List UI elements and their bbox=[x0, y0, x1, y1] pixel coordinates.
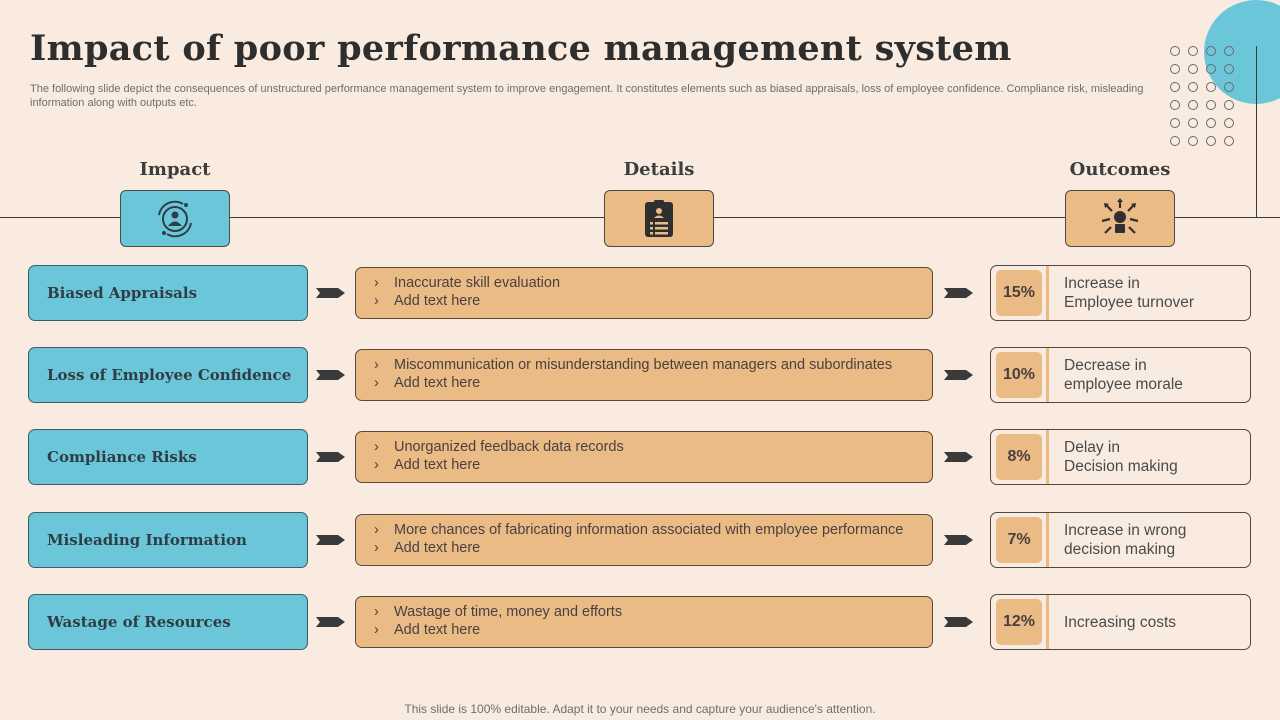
chevron-right-icon: › bbox=[374, 275, 379, 291]
detail-text: Wastage of time, money and efforts bbox=[394, 604, 623, 620]
impact-row: Misleading Information › More chances of … bbox=[0, 512, 1280, 568]
arrow-right-icon bbox=[316, 535, 345, 545]
impact-row: Loss of Employee Confidence › Miscommunic… bbox=[0, 347, 1280, 403]
impact-label: Compliance Risks bbox=[28, 429, 308, 485]
arrow-right-icon bbox=[944, 535, 973, 545]
idea-burst-icon bbox=[1101, 197, 1139, 234]
chevron-right-icon: › bbox=[374, 540, 379, 556]
details-icon-box bbox=[604, 190, 714, 247]
chevron-right-icon: › bbox=[374, 357, 379, 373]
detail-placeholder-text: Add text here bbox=[394, 622, 481, 638]
impact-label: Wastage of Resources bbox=[28, 594, 308, 650]
impact-row: Compliance Risks › Unorganized feedback d… bbox=[0, 429, 1280, 485]
chevron-right-icon: › bbox=[374, 439, 379, 455]
impact-icon-box bbox=[120, 190, 230, 247]
details-box: › Wastage of time, money and efforts › Add… bbox=[355, 596, 933, 648]
decorative-circle bbox=[1204, 0, 1280, 104]
outcomes-icon-box bbox=[1065, 190, 1175, 247]
arrow-right-icon bbox=[316, 288, 345, 298]
arrow-right-icon bbox=[944, 288, 973, 298]
outcome-percentage: 12% bbox=[996, 599, 1042, 645]
column-header-outcomes: Outcomes bbox=[1069, 159, 1171, 180]
chevron-right-icon: › bbox=[374, 604, 379, 620]
impact-label: Misleading Information bbox=[28, 512, 308, 568]
details-box: › Unorganized feedback data records › Add … bbox=[355, 431, 933, 483]
arrow-right-icon bbox=[944, 617, 973, 627]
outcome-percentage: 8% bbox=[996, 434, 1042, 480]
chevron-right-icon: › bbox=[374, 375, 379, 391]
outcome-percentage: 10% bbox=[996, 352, 1042, 398]
outcome-divider bbox=[1046, 266, 1049, 320]
decorative-vertical-line bbox=[1256, 46, 1257, 218]
detail-text: More chances of fabricating information … bbox=[394, 522, 904, 538]
clipboard-list-icon bbox=[645, 199, 673, 237]
outcome-text: Increasing costs bbox=[1064, 613, 1176, 631]
arrow-right-icon bbox=[944, 370, 973, 380]
footer-note: This slide is 100% editable. Adapt it to… bbox=[404, 702, 876, 716]
details-box: › More chances of fabricating information… bbox=[355, 514, 933, 566]
impact-label: Biased Appraisals bbox=[28, 265, 308, 321]
detail-text: Inaccurate skill evaluation bbox=[394, 275, 561, 291]
outcome-divider bbox=[1046, 348, 1049, 402]
arrow-right-icon bbox=[316, 617, 345, 627]
detail-text: Miscommunication or misunderstanding bet… bbox=[394, 357, 893, 373]
outcome-divider bbox=[1046, 513, 1049, 567]
column-header-impact: Impact bbox=[139, 159, 211, 180]
chevron-right-icon: › bbox=[374, 293, 379, 309]
column-header-details: Details bbox=[623, 159, 695, 180]
chevron-right-icon: › bbox=[374, 457, 379, 473]
impact-row: Wastage of Resources › Wastage of time, m… bbox=[0, 594, 1280, 650]
detail-placeholder-text: Add text here bbox=[394, 540, 481, 556]
details-box: › Inaccurate skill evaluation › Add text h… bbox=[355, 267, 933, 319]
outcome-percentage: 15% bbox=[996, 270, 1042, 316]
detail-placeholder-text: Add text here bbox=[394, 375, 481, 391]
impact-row: Biased Appraisals › Inaccurate skill eval… bbox=[0, 265, 1280, 321]
outcome-percentage: 7% bbox=[996, 517, 1042, 563]
detail-placeholder-text: Add text here bbox=[394, 457, 481, 473]
arrow-right-icon bbox=[944, 452, 973, 462]
detail-text: Unorganized feedback data records bbox=[394, 439, 624, 455]
chevron-right-icon: › bbox=[374, 522, 379, 538]
chevron-right-icon: › bbox=[374, 622, 379, 638]
employee-cycle-icon bbox=[158, 200, 192, 237]
details-box: › Miscommunication or misunderstanding be… bbox=[355, 349, 933, 401]
detail-placeholder-text: Add text here bbox=[394, 293, 481, 309]
arrow-right-icon bbox=[316, 370, 345, 380]
page-title: Impact of poor performance management sy… bbox=[30, 28, 1012, 69]
arrow-right-icon bbox=[316, 452, 345, 462]
outcome-box: 12% Increasing costs bbox=[990, 594, 1251, 650]
page-subtitle: The following slide depict the consequen… bbox=[30, 83, 1144, 109]
outcome-divider bbox=[1046, 430, 1049, 484]
impact-label: Loss of Employee Confidence bbox=[28, 347, 308, 403]
outcome-divider bbox=[1046, 595, 1049, 649]
decorative-dot-grid bbox=[1170, 46, 1234, 146]
